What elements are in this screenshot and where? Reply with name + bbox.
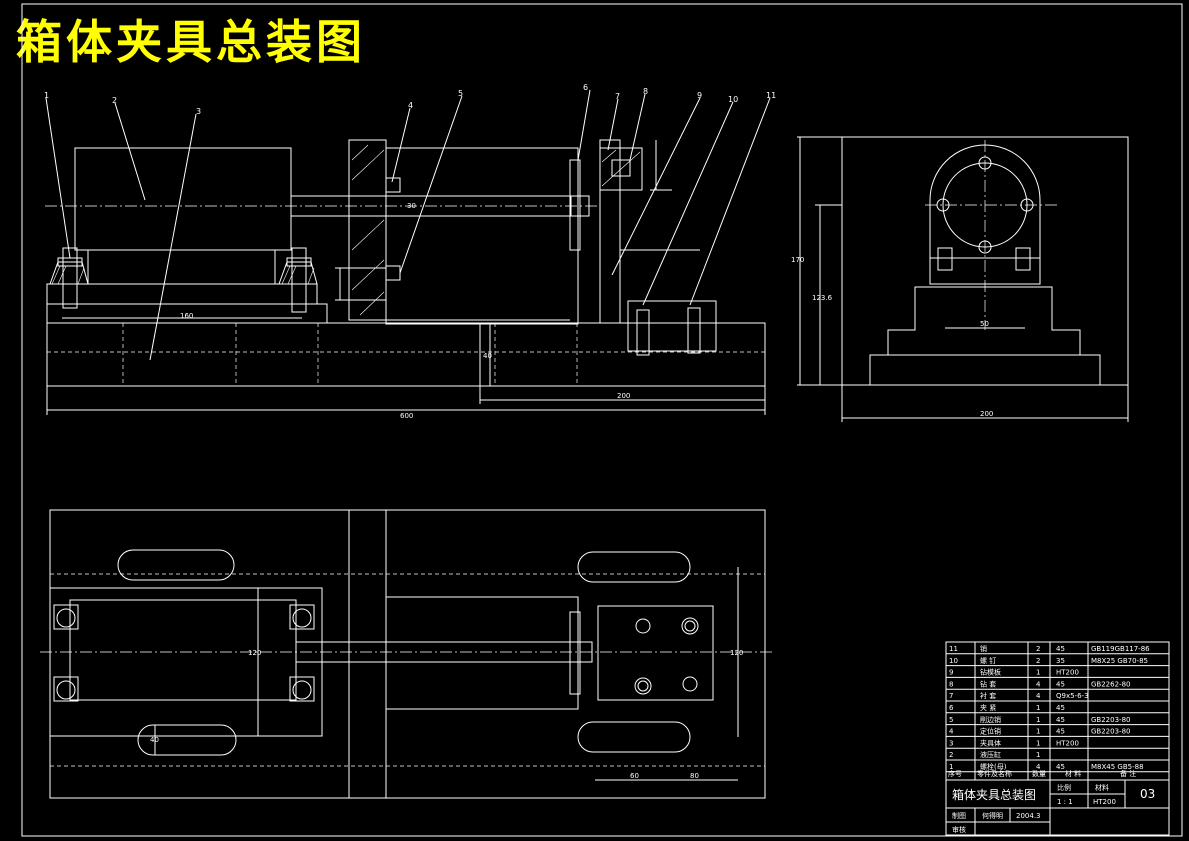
bom-cell-name: 螺栓(母) xyxy=(980,762,1007,771)
bom-cell-qty: 4 xyxy=(1036,680,1041,688)
bom-cell-name: 衬 套 xyxy=(980,691,996,700)
bom-cell-qty: 4 xyxy=(1036,763,1041,771)
dim-top-40: 40 xyxy=(150,736,159,744)
bom-cell-name: 液压缸 xyxy=(980,750,1001,759)
bom-cell-qty: 1 xyxy=(1036,728,1040,736)
bom-cell-name: 夹 紧 xyxy=(980,703,996,712)
bom-cell-qty: 1 xyxy=(1036,751,1040,759)
dim-side-200: 200 xyxy=(980,410,993,418)
bom-cell-qty: 1 xyxy=(1036,704,1040,712)
bom-cell-name: 定位销 xyxy=(980,727,1001,736)
material-label: 材料 xyxy=(1095,783,1109,792)
bom-cell-no: 7 xyxy=(949,692,953,700)
bom-cell-no: 6 xyxy=(949,704,954,712)
bom-header-no: 序号 xyxy=(948,769,962,778)
bom-cell-no: 9 xyxy=(949,669,953,677)
dim-170: 170 xyxy=(791,256,804,264)
bom-cell-note: GB2203-80 xyxy=(1091,728,1130,736)
dim-top-120a: 120 xyxy=(248,649,261,657)
drawn-label: 制图 xyxy=(952,811,966,820)
bom-cell-name: 螺 钉 xyxy=(980,656,996,665)
bom-cell-qty: 4 xyxy=(1036,692,1041,700)
dim-top-60: 60 xyxy=(630,772,639,780)
bom-cell-no: 8 xyxy=(949,680,953,688)
bom-cell-mat: Q9x5-6-3 xyxy=(1056,692,1089,700)
front-view xyxy=(45,89,771,415)
bom-cell-note: M8X25 GB70-85 xyxy=(1091,657,1148,665)
balloon-4: 4 xyxy=(408,101,413,110)
bom-header-name: 零件及名称 xyxy=(977,769,1012,778)
sheet-number: 03 xyxy=(1140,787,1155,801)
bom-cell-name: 削边销 xyxy=(980,715,1001,724)
drawn-date: 2004.3 xyxy=(1016,812,1041,820)
balloon-11: 11 xyxy=(766,91,776,100)
top-view xyxy=(40,509,775,799)
balloon-1: 1 xyxy=(44,91,49,100)
bom-cell-no: 5 xyxy=(949,716,953,724)
dim-123-6: 123.6 xyxy=(812,294,833,302)
bom-cell-qty: 1 xyxy=(1036,739,1040,747)
balloon-6: 6 xyxy=(583,83,588,92)
side-view xyxy=(797,136,1129,422)
dim-top-80: 80 xyxy=(690,772,699,780)
bom-cell-qty: 1 xyxy=(1036,669,1040,677)
bom-cell-qty: 1 xyxy=(1036,716,1040,724)
dim-600: 600 xyxy=(400,412,413,420)
bolt-left-icon xyxy=(49,247,89,309)
check-label: 审核 xyxy=(952,825,966,834)
dim-200: 200 xyxy=(617,392,630,400)
bom-cell-no: 10 xyxy=(949,657,958,665)
bom-cell-no: 4 xyxy=(949,728,954,736)
dim-30: 30 xyxy=(407,202,416,210)
bom-cell-mat: 45 xyxy=(1056,728,1065,736)
balloon-8: 8 xyxy=(643,87,648,96)
scale-label: 比例 xyxy=(1057,783,1071,792)
dim-top-120b: 120 xyxy=(730,649,743,657)
bom-table xyxy=(945,641,1170,836)
dim-160: 160 xyxy=(180,312,193,320)
drawn-by: 何得明 xyxy=(982,811,1003,820)
material-value: HT200 xyxy=(1093,798,1116,806)
title-block-name: 箱体夹具总装图 xyxy=(952,787,1036,802)
bom-cell-mat: 45 xyxy=(1056,680,1065,688)
bom-cell-no: 2 xyxy=(949,751,953,759)
balloon-3: 3 xyxy=(196,107,201,116)
bom-cell-qty: 2 xyxy=(1036,645,1040,653)
dim-50: 50 xyxy=(980,320,989,328)
bom-cell-no: 3 xyxy=(949,739,953,747)
balloon-7: 7 xyxy=(615,92,620,101)
bom-cell-no: 1 xyxy=(949,763,953,771)
bom-header-qty: 数量 xyxy=(1032,769,1046,778)
bom-cell-mat: HT200 xyxy=(1056,739,1079,747)
dim-40: 40 xyxy=(483,352,492,360)
bom-cell-name: 钻 套 xyxy=(980,679,996,688)
drawing-border xyxy=(21,3,1183,837)
bom-cell-mat: 45 xyxy=(1056,704,1065,712)
bom-cell-qty: 2 xyxy=(1036,657,1040,665)
bom-cell-no: 11 xyxy=(949,645,958,653)
bom-header-mat: 材 料 xyxy=(1065,769,1081,778)
bom-cell-name: 钻模板 xyxy=(980,668,1001,677)
balloon-5: 5 xyxy=(458,89,463,98)
balloon-10: 10 xyxy=(728,95,738,104)
bom-cell-note: GB2262-80 xyxy=(1091,680,1130,688)
bom-cell-mat: 45 xyxy=(1056,763,1065,771)
bom-cell-mat: 35 xyxy=(1056,657,1065,665)
balloon-9: 9 xyxy=(697,91,702,100)
bom-cell-note: GB119GB117-86 xyxy=(1091,645,1150,653)
bom-cell-mat: 45 xyxy=(1056,645,1065,653)
bom-cell-name: 销 xyxy=(980,644,987,653)
scale-value: 1 : 1 xyxy=(1057,798,1073,806)
bom-cell-mat: HT200 xyxy=(1056,669,1079,677)
bom-header-note: 备 注 xyxy=(1120,769,1136,778)
bolt-right-icon xyxy=(278,247,318,313)
bom-cell-note: GB2203-80 xyxy=(1091,716,1130,724)
drawing-title: 箱体夹具总装图 xyxy=(16,15,366,69)
bom-cell-name: 夹具体 xyxy=(980,738,1001,747)
balloon-2: 2 xyxy=(112,96,117,105)
bom-cell-note: M8X45 GB5-88 xyxy=(1091,763,1144,771)
bom-cell-mat: 45 xyxy=(1056,716,1065,724)
